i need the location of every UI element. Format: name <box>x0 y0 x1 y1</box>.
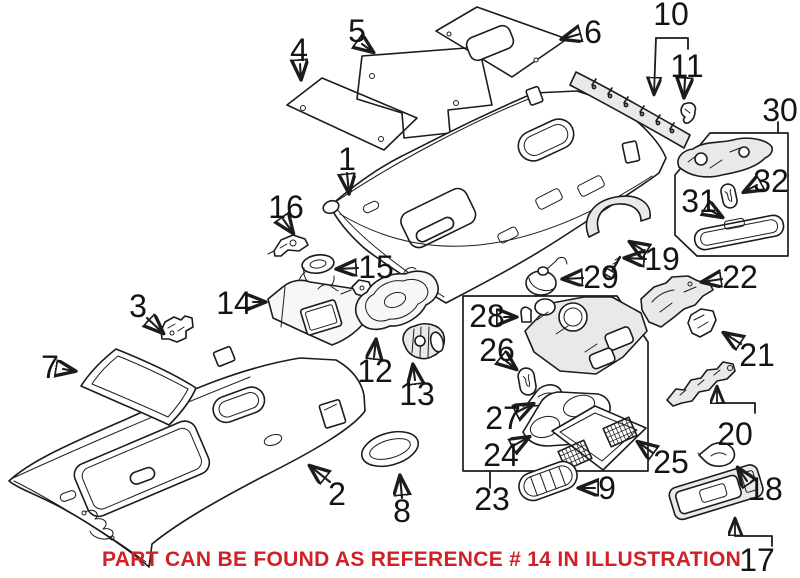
callout-14: 14 <box>216 285 252 321</box>
callout-29: 29 <box>583 259 619 295</box>
knob-art-13 <box>402 323 446 360</box>
callout-16: 16 <box>268 189 304 225</box>
rail-bracket-art-20 <box>666 361 736 407</box>
callout-24: 24 <box>483 437 519 473</box>
callout-8: 8 <box>393 493 411 529</box>
console-housing-art <box>524 296 648 375</box>
bracket-art-3 <box>160 315 194 343</box>
sunshade-art-7 <box>80 348 197 426</box>
callout-28: 28 <box>469 298 505 334</box>
callout-1: 1 <box>338 141 356 177</box>
rear-lamp-box-art-30 <box>674 132 789 257</box>
screw-art-19 <box>603 255 622 279</box>
callout-7: 7 <box>41 349 59 385</box>
clip-art-28 <box>520 306 532 323</box>
headliner-front-art <box>322 85 667 304</box>
lamp-art-29 <box>525 257 568 296</box>
insulation-pad-4-art <box>286 77 418 151</box>
bracket-art-12 <box>355 267 439 331</box>
reference-note: PART CAN BE FOUND AS REFERENCE # 14 IN I… <box>102 548 742 571</box>
lens-art-9 <box>518 460 578 502</box>
callout-32: 32 <box>753 163 789 199</box>
callout-15: 15 <box>358 249 394 285</box>
trim-ring-art-8 <box>360 430 420 468</box>
lamp-lens-art-25 <box>551 405 647 471</box>
callout-30: 30 <box>762 92 798 128</box>
bracket-art-22 <box>640 275 714 328</box>
clip-art-11 <box>680 102 697 124</box>
callout-3: 3 <box>129 288 147 324</box>
insulation-pad-6-art <box>435 6 568 78</box>
callout-17: 17 <box>739 542 775 578</box>
grab-handle-art-19 <box>585 195 651 238</box>
bracket-art-16 <box>267 234 309 257</box>
callout-19: 19 <box>644 241 680 277</box>
callout-9: 9 <box>598 470 616 506</box>
callout-4: 4 <box>290 32 308 68</box>
lens-art-31 <box>693 214 785 251</box>
clip-art-21 <box>687 308 717 338</box>
callout-21: 21 <box>739 337 775 373</box>
bulb-art-32 <box>720 183 738 209</box>
callout-20: 20 <box>717 416 753 452</box>
leader-lines <box>63 34 779 547</box>
callout-25: 25 <box>653 444 689 480</box>
callout-12: 12 <box>357 353 393 389</box>
callout-6: 6 <box>584 14 602 50</box>
callout-27: 27 <box>485 400 521 436</box>
callout-23: 23 <box>474 481 510 517</box>
callout-22: 22 <box>722 259 758 295</box>
callout-31: 31 <box>681 183 717 219</box>
callout-18: 18 <box>747 471 783 507</box>
callout-11: 11 <box>670 48 704 84</box>
bulb-art-18 <box>697 442 736 467</box>
overhead-console-box-art-23 <box>462 295 649 472</box>
roof-rail-art-10 <box>569 71 691 149</box>
callout-2: 2 <box>328 476 346 512</box>
bulb-art-26 <box>517 367 537 396</box>
callout-13: 13 <box>399 376 435 412</box>
callout-26: 26 <box>479 332 515 368</box>
callout-10: 10 <box>653 0 689 32</box>
headliner-rear-art <box>8 345 366 568</box>
callout-5: 5 <box>348 13 366 49</box>
